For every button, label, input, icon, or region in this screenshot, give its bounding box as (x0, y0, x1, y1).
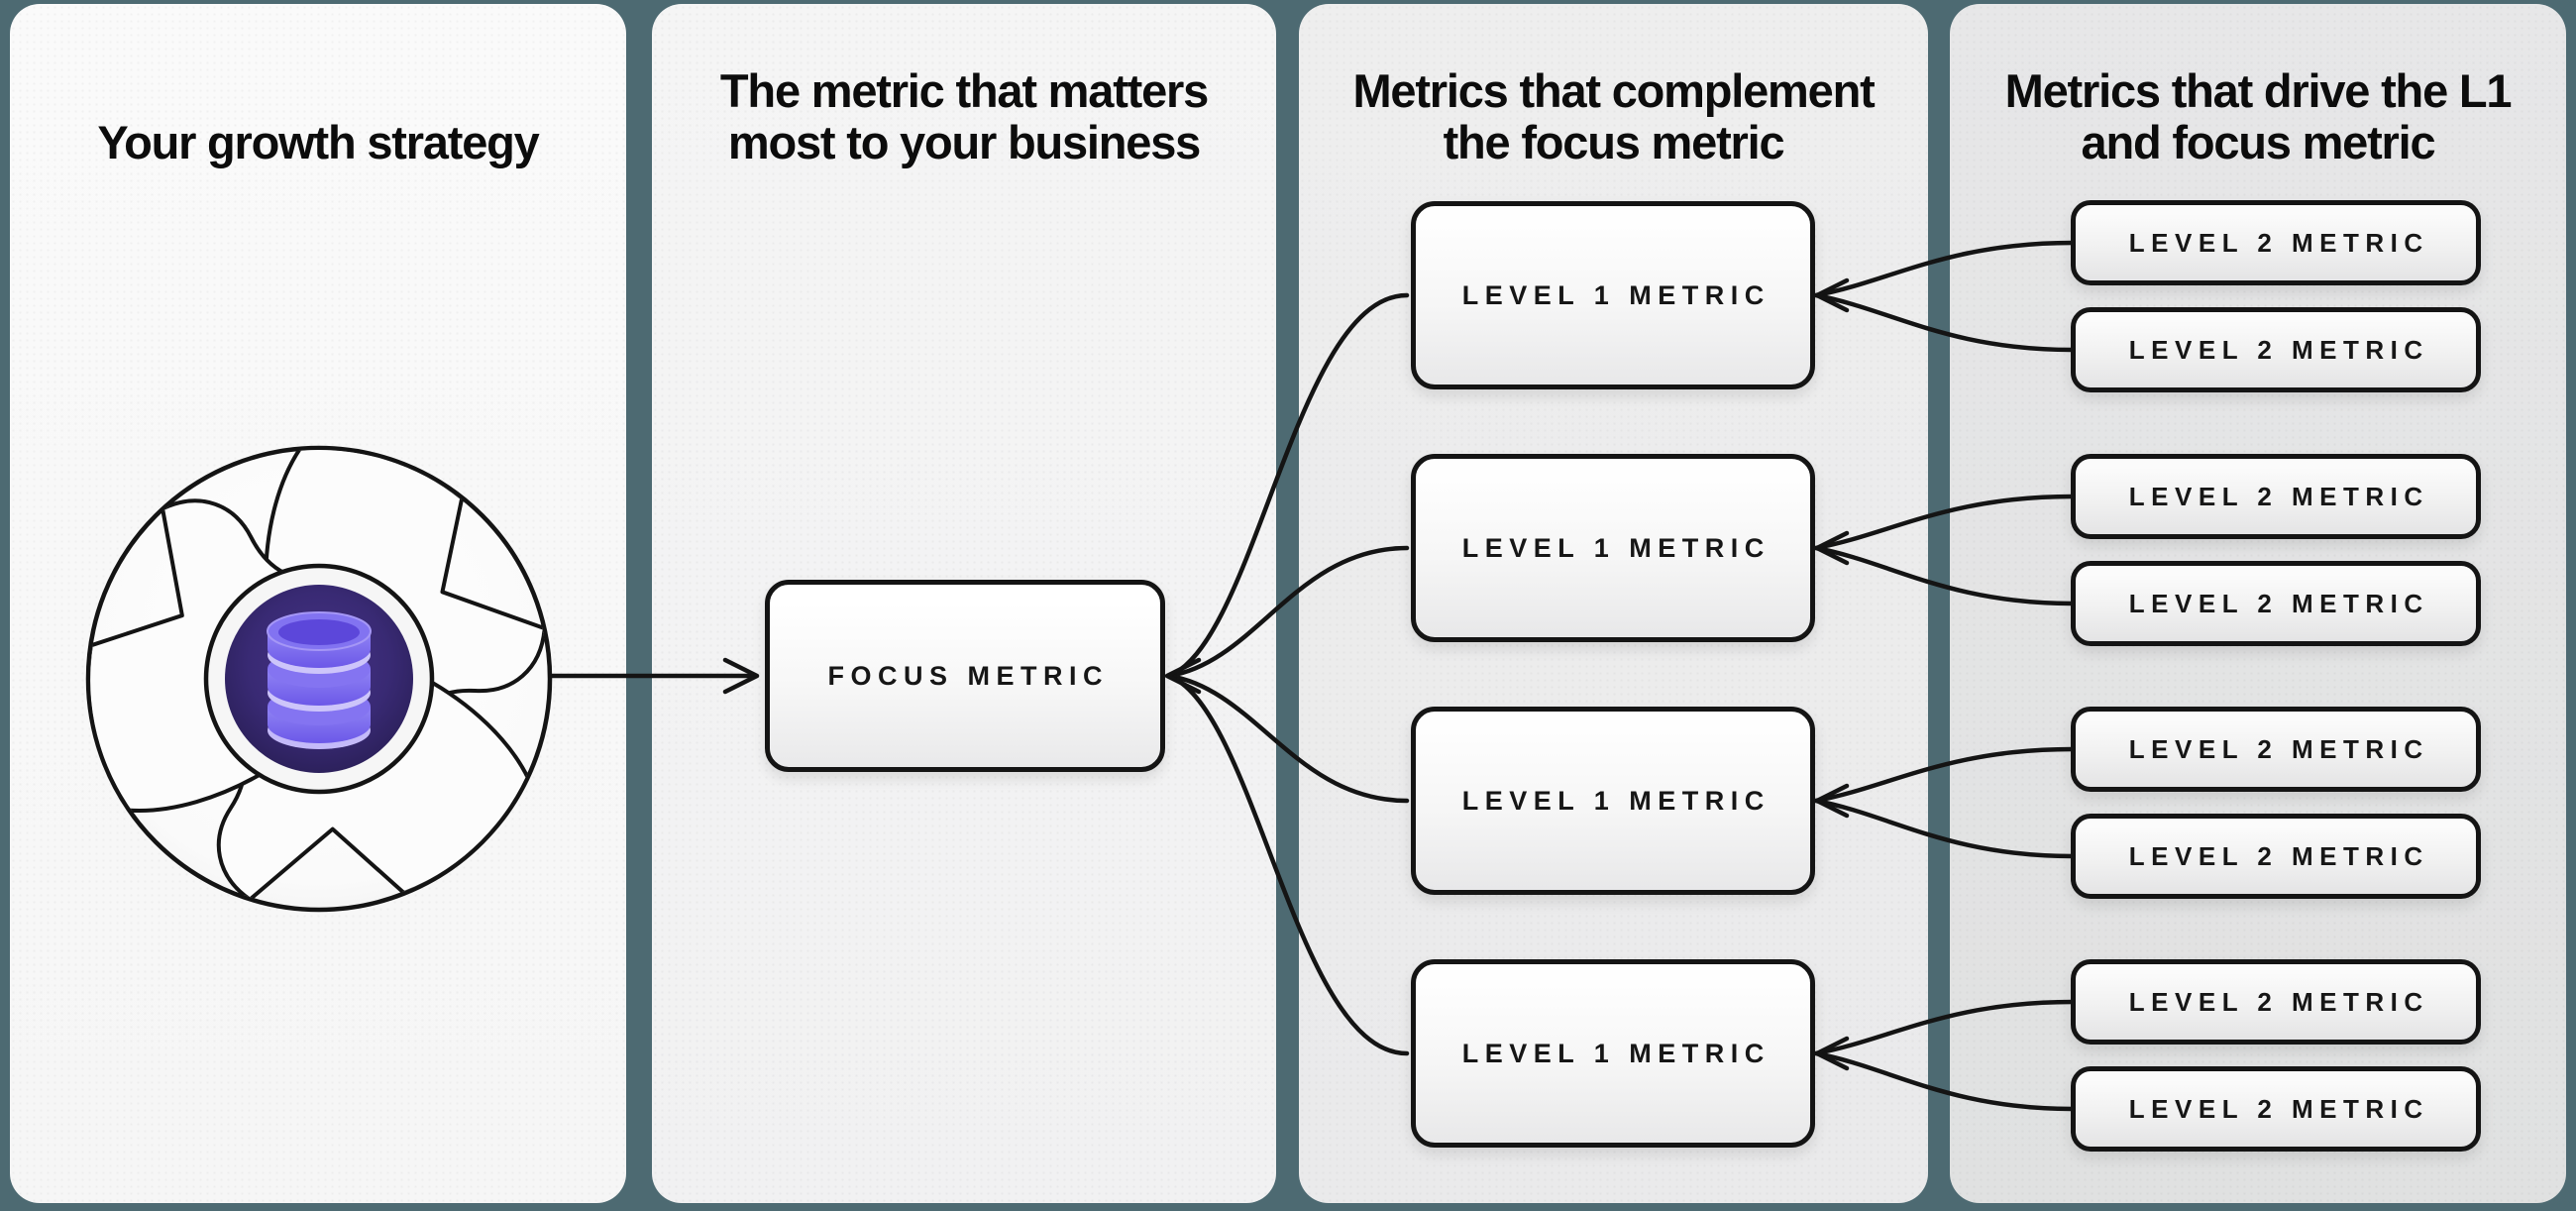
panel-title: Your growth strategy (10, 65, 626, 168)
panel-title-line: Your growth strategy (97, 116, 539, 168)
level-2-metric-label: LEVEL 2 METRIC (2128, 481, 2429, 511)
panel-title: Metrics that complement the focus metric (1299, 65, 1928, 168)
level-1-metric-box: LEVEL 1 METRIC (1411, 201, 1815, 389)
level-2-metric-box: LEVEL 2 METRIC (2071, 814, 2481, 899)
panel-title: The metric that matters most to your bus… (652, 65, 1276, 168)
focus-metric-label: FOCUS METRIC (827, 660, 1109, 691)
level-2-metric-box: LEVEL 2 METRIC (2071, 454, 2481, 539)
panel-title-line: Metrics that complement (1352, 64, 1875, 117)
panel-title-line: and focus metric (2081, 116, 2436, 168)
level-2-metric-label: LEVEL 2 METRIC (2128, 986, 2429, 1017)
panel-title-line: the focus metric (1443, 116, 1785, 168)
level-1-metric-label: LEVEL 1 METRIC (1461, 532, 1771, 563)
flywheel-svg (85, 445, 553, 913)
level-2-metric-box: LEVEL 2 METRIC (2071, 1066, 2481, 1152)
panel-title: Metrics that drive the L1 and focus metr… (1950, 65, 2566, 168)
panel-title-line: The metric that matters (719, 64, 1209, 117)
level-2-metric-box: LEVEL 2 METRIC (2071, 959, 2481, 1045)
flywheel-icon (81, 441, 557, 917)
level-2-metric-box: LEVEL 2 METRIC (2071, 707, 2481, 792)
level-2-metric-label: LEVEL 2 METRIC (2128, 1093, 2429, 1124)
level-2-metric-label: LEVEL 2 METRIC (2128, 227, 2429, 258)
level-1-metric-label: LEVEL 1 METRIC (1461, 1038, 1771, 1068)
level-2-metric-label: LEVEL 2 METRIC (2128, 840, 2429, 871)
level-1-metric-label: LEVEL 1 METRIC (1461, 279, 1771, 310)
panel-title-line: most to your business (727, 116, 1201, 168)
level-1-metric-box: LEVEL 1 METRIC (1411, 959, 1815, 1148)
level-1-metric-label: LEVEL 1 METRIC (1461, 785, 1771, 816)
level-1-metric-box: LEVEL 1 METRIC (1411, 454, 1815, 642)
database-icon (267, 611, 372, 749)
focus-metric-box: FOCUS METRIC (765, 580, 1165, 772)
level-2-metric-label: LEVEL 2 METRIC (2128, 588, 2429, 618)
level-2-metric-label: LEVEL 2 METRIC (2128, 733, 2429, 764)
panel-title-line: Metrics that drive the L1 (2004, 64, 2513, 117)
level-1-metric-box: LEVEL 1 METRIC (1411, 707, 1815, 895)
level-2-metric-box: LEVEL 2 METRIC (2071, 200, 2481, 285)
level-2-metric-box: LEVEL 2 METRIC (2071, 561, 2481, 646)
level-2-metric-box: LEVEL 2 METRIC (2071, 307, 2481, 392)
level-2-metric-label: LEVEL 2 METRIC (2128, 334, 2429, 365)
